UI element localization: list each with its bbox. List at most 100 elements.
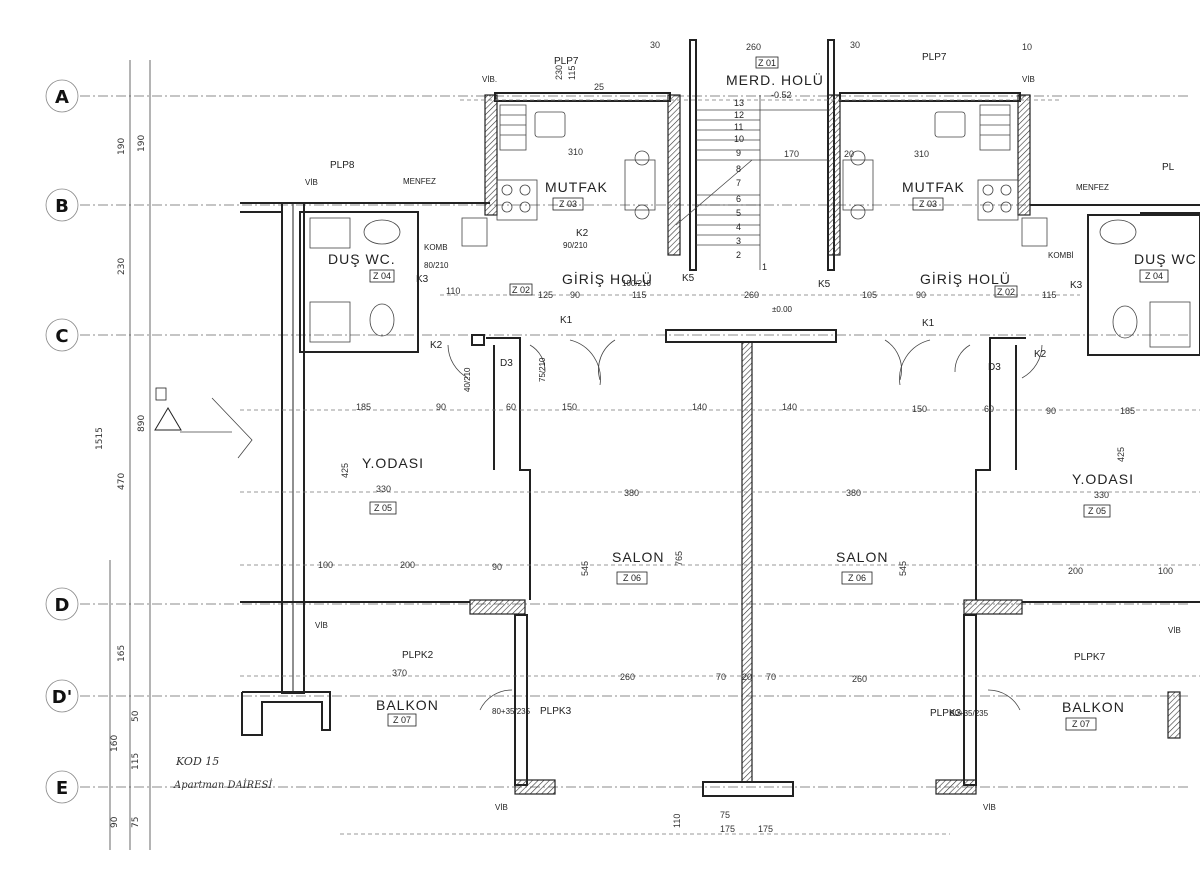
svg-text:150: 150 <box>912 404 927 414</box>
plpk3-left-label: PLPK3 <box>540 706 572 717</box>
svg-text:260: 260 <box>744 290 759 300</box>
svg-text:200: 200 <box>400 560 415 570</box>
k1-left-label: K1 <box>560 315 573 326</box>
svg-text:6: 6 <box>736 194 741 204</box>
svg-text:Z 04: Z 04 <box>373 271 391 281</box>
dimension-values: 260 30 30 10 230 115 25 310 310 170 20 1… <box>318 40 1173 834</box>
svg-text:185: 185 <box>356 402 371 412</box>
zero-level-label: ±0.00 <box>772 305 793 314</box>
svg-text:GİRİŞ HOLÜ: GİRİŞ HOLÜ <box>562 270 653 287</box>
left-dimension-chain: 190 190 230 1515 890 470 165 50 115 160 … <box>95 60 151 850</box>
svg-text:GİRİŞ HOLÜ: GİRİŞ HOLÜ <box>920 270 1011 287</box>
room-giris-holu-left: GİRİŞ HOLÜ Z 02 <box>509 270 653 296</box>
svg-text:185: 185 <box>1120 406 1135 416</box>
svg-text:E: E <box>56 778 68 799</box>
svg-text:5: 5 <box>736 208 741 218</box>
vib-d-right-label: VİB <box>1168 626 1181 635</box>
axis-bubble-d: D <box>45 587 79 621</box>
k3-right-label: K3 <box>1070 280 1083 291</box>
svg-text:470: 470 <box>117 473 127 490</box>
svg-text:140: 140 <box>692 402 707 412</box>
axis-bubble-b: B <box>45 188 79 222</box>
svg-text:70: 70 <box>766 672 776 682</box>
svg-text:Y.ODASI: Y.ODASI <box>1072 471 1134 487</box>
room-salon-left: SALON Z 06 <box>612 549 663 585</box>
k2-left-label: K2 <box>576 228 589 239</box>
vib-bottom-left-label: VİB <box>495 803 508 812</box>
svg-text:75: 75 <box>131 817 141 828</box>
door-80-210-label: 80/210 <box>424 261 449 270</box>
svg-text:A: A <box>55 87 69 108</box>
svg-text:Z 07: Z 07 <box>1072 719 1090 729</box>
d3-right-label: D3 <box>988 362 1001 373</box>
svg-text:60: 60 <box>984 404 994 414</box>
svg-text:380: 380 <box>624 488 639 498</box>
svg-text:70: 70 <box>716 672 726 682</box>
svg-text:890: 890 <box>137 415 147 432</box>
svg-text:125: 125 <box>538 290 553 300</box>
svg-text:110: 110 <box>446 286 460 296</box>
annotation-labels: PLP7 PLP7 PLP8 PL MENFEZ MENFEZ KOMB KOM… <box>305 52 1181 812</box>
svg-text:260: 260 <box>852 674 867 684</box>
svg-text:30: 30 <box>850 40 860 50</box>
svg-text:115: 115 <box>131 753 141 770</box>
room-balkon-left: BALKON Z 07 <box>376 697 439 727</box>
svg-text:100: 100 <box>1158 566 1173 576</box>
svg-text:260: 260 <box>620 672 635 682</box>
axis-bubble-c: C <box>45 318 79 352</box>
svg-text:90: 90 <box>1046 406 1056 416</box>
k2-left-b-label: K2 <box>430 340 443 351</box>
svg-text:BALKON: BALKON <box>1062 699 1125 715</box>
svg-text:Z 02: Z 02 <box>512 285 530 295</box>
fixtures <box>309 95 1191 348</box>
plpk2-left-label: PLPK2 <box>402 650 434 661</box>
svg-text:105: 105 <box>862 290 877 300</box>
svg-text:310: 310 <box>914 149 929 159</box>
svg-text:MUTFAK: MUTFAK <box>902 179 965 195</box>
svg-text:20: 20 <box>844 149 854 159</box>
svg-text:765: 765 <box>674 551 684 566</box>
svg-text:Z 06: Z 06 <box>623 573 641 583</box>
room-yatak-odasi-left: Y.ODASI Z 05 <box>362 455 423 515</box>
svg-text:115: 115 <box>1042 290 1056 300</box>
door-40-210-label: 40/210 <box>463 367 472 392</box>
svg-text:310: 310 <box>568 147 583 157</box>
room-salon-right: SALON Z 06 <box>836 549 887 585</box>
svg-text:Z 06: Z 06 <box>848 573 866 583</box>
room-dus-wc-left: DUŞ WC. Z 04 <box>328 251 396 283</box>
svg-text:Z 05: Z 05 <box>374 503 392 513</box>
svg-text:11: 11 <box>734 122 743 132</box>
svg-text:BALKON: BALKON <box>376 697 439 713</box>
svg-text:20: 20 <box>742 672 752 682</box>
svg-text:1515: 1515 <box>95 427 105 450</box>
stair-step-numbers: 13 12 11 10 9 8 7 6 5 4 3 2 1 <box>734 98 767 272</box>
vib-d-left-label: VİB <box>315 621 328 630</box>
svg-text:10: 10 <box>734 134 744 144</box>
vib-bottom-right-label: VİB <box>983 803 996 812</box>
axis-bubble-a: A <box>45 79 79 113</box>
svg-text:115: 115 <box>632 290 646 300</box>
svg-text:DUŞ WC.: DUŞ WC. <box>328 251 396 267</box>
svg-text:4: 4 <box>736 222 741 232</box>
svg-text:90: 90 <box>492 562 502 572</box>
plpk2-right-label: PLPK7 <box>1074 652 1106 663</box>
komb-right-label: KOMBİ <box>1048 251 1074 260</box>
vib-left-label: VİB <box>305 178 318 187</box>
room-dus-wc-right: DUŞ WC Z 04 <box>1134 251 1196 283</box>
room-yatak-odasi-right: Y.ODASI Z 05 <box>1072 471 1134 518</box>
svg-text:9: 9 <box>736 148 741 158</box>
axis-bubble-e: E <box>45 770 79 804</box>
svg-text:175: 175 <box>720 824 735 834</box>
svg-text:B: B <box>55 196 69 217</box>
svg-text:MUTFAK: MUTFAK <box>545 179 608 195</box>
svg-text:140: 140 <box>782 402 797 412</box>
svg-text:7: 7 <box>736 178 741 188</box>
svg-text:330: 330 <box>1094 490 1109 500</box>
svg-text:Z 01: Z 01 <box>758 58 776 68</box>
handwritten-note: KOD 15 Apartman DAİRESİ <box>173 755 273 791</box>
plp8-label: PLP8 <box>330 160 355 171</box>
svg-text:230: 230 <box>554 65 564 80</box>
svg-text:1: 1 <box>762 262 767 272</box>
svg-text:90: 90 <box>436 402 446 412</box>
